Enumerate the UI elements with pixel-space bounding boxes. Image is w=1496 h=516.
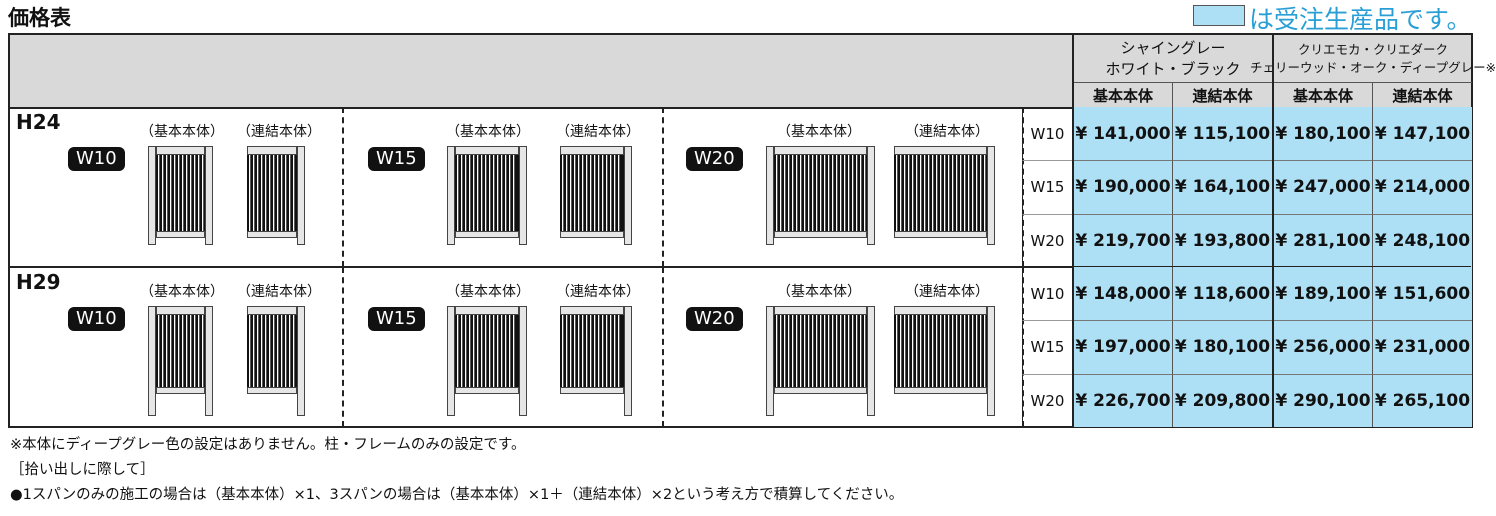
basic-body-diagram [148, 306, 213, 416]
dashed-divider [342, 267, 344, 427]
divider [1072, 35, 1074, 428]
price-cell: ¥ 151,600 [1372, 267, 1472, 321]
divider [10, 107, 1471, 109]
divider [10, 266, 1471, 268]
price-cell: ¥ 265,100 [1372, 373, 1472, 427]
price-cell: ¥ 148,000 [1074, 267, 1172, 321]
price-cell: ¥ 214,000 [1372, 160, 1472, 214]
linked-body-diagram [560, 306, 632, 416]
width-row-label: W10 [1022, 107, 1072, 161]
color-group-label: クリエモカ・クリエダーク [1297, 42, 1448, 57]
linked-body-label: （連結本体） [905, 124, 989, 140]
column-header: 連結本体 [1172, 83, 1272, 107]
linked-body-diagram [894, 306, 995, 416]
price-cell: ¥ 197,000 [1074, 320, 1172, 374]
price-cell: ¥ 180,100 [1172, 320, 1272, 374]
basic-body-label: （基本本体） [446, 284, 530, 300]
color-group-label: チェリーウッド・オーク・ディープグレー※ [1249, 59, 1496, 75]
estimation-note: ●1スパンのみの施工の場合は（基本本体）×1、3スパンの場合は（基本本体）×1＋… [10, 487, 904, 503]
price-cell: ¥ 189,100 [1274, 267, 1372, 321]
width-row-label: W15 [1022, 320, 1072, 374]
linked-body-diagram [247, 146, 305, 245]
dashed-divider [1022, 107, 1024, 267]
width-row-label: W15 [1022, 160, 1072, 214]
header-row [10, 35, 1471, 107]
color-group-header: クリエモカ・クリエダークチェリーウッド・オーク・ディープグレー※ [1250, 35, 1496, 82]
linked-body-label: （連結本体） [905, 284, 989, 300]
price-cell: ¥ 190,000 [1074, 160, 1172, 214]
column-header: 連結本体 [1372, 83, 1472, 107]
price-cell: ¥ 115,100 [1172, 107, 1272, 161]
dashed-divider [662, 267, 664, 427]
width-row-label: W10 [1022, 267, 1072, 321]
basic-body-diagram [766, 306, 875, 416]
dashed-divider [342, 107, 344, 267]
price-cell: ¥ 147,100 [1372, 107, 1472, 161]
linked-body-label: （連結本体） [556, 284, 640, 300]
linked-body-label: （連結本体） [237, 284, 321, 300]
basic-body-diagram [766, 146, 875, 245]
width-row-label: W20 [1022, 213, 1072, 267]
color-group-label: ホワイト・ブラック [1105, 59, 1241, 78]
price-cell: ¥ 256,000 [1274, 320, 1372, 374]
linked-body-label: （連結本体） [237, 124, 321, 140]
legend-text: は受注生産品です。 [1249, 5, 1472, 34]
price-cell: ¥ 248,100 [1372, 213, 1472, 267]
price-cell: ¥ 164,100 [1172, 160, 1272, 214]
column-header: 基本本体 [1072, 83, 1172, 107]
column-header: 基本本体 [1272, 83, 1372, 107]
price-cell: ¥ 180,100 [1274, 107, 1372, 161]
height-label: H24 [16, 110, 61, 134]
width-badge: W15 [368, 147, 425, 171]
dashed-divider [1022, 267, 1024, 427]
basic-body-label: （基本本体） [140, 284, 224, 300]
linked-body-diagram [560, 146, 632, 245]
price-cell: ¥ 290,100 [1274, 373, 1372, 427]
width-badge: W20 [686, 147, 743, 171]
basic-body-label: （基本本体） [140, 124, 224, 140]
basic-body-label: （基本本体） [777, 284, 861, 300]
price-cell: ¥ 193,800 [1172, 213, 1272, 267]
linked-body-label: （連結本体） [556, 124, 640, 140]
section-note-heading: ［拾い出しに際して］ [10, 462, 155, 478]
divider [1272, 35, 1274, 428]
basic-body-diagram [447, 146, 527, 245]
legend-swatch [1193, 5, 1245, 26]
color-group-label: シャイングレー [1120, 38, 1226, 57]
price-cell: ¥ 118,600 [1172, 267, 1272, 321]
dashed-divider [662, 107, 664, 267]
color-group-header: シャイングレーホワイト・ブラック [1072, 35, 1272, 82]
price-cell: ¥ 219,700 [1074, 213, 1172, 267]
width-row-label: W20 [1022, 373, 1072, 427]
page-title: 価格表 [8, 6, 71, 30]
price-cell: ¥ 226,700 [1074, 373, 1172, 427]
linked-body-diagram [247, 306, 305, 416]
basic-body-label: （基本本体） [777, 124, 861, 140]
linked-body-diagram [894, 146, 995, 245]
width-badge: W10 [68, 147, 125, 171]
price-table: シャイングレーホワイト・ブラッククリエモカ・クリエダークチェリーウッド・オーク・… [8, 33, 1496, 428]
basic-body-diagram [148, 146, 213, 245]
price-cell: ¥ 281,100 [1274, 213, 1372, 267]
basic-body-label: （基本本体） [446, 124, 530, 140]
height-label: H29 [16, 270, 61, 294]
price-cell: ¥ 231,000 [1372, 320, 1472, 374]
price-cell: ¥ 209,800 [1172, 373, 1272, 427]
width-badge: W15 [368, 307, 425, 331]
price-cell: ¥ 141,000 [1074, 107, 1172, 161]
footnote: ※本体にディープグレー色の設定はありません。柱・フレームのみの設定です。 [10, 437, 526, 453]
width-badge: W10 [68, 307, 125, 331]
width-badge: W20 [686, 307, 743, 331]
price-cell: ¥ 247,000 [1274, 160, 1372, 214]
basic-body-diagram [447, 306, 527, 416]
